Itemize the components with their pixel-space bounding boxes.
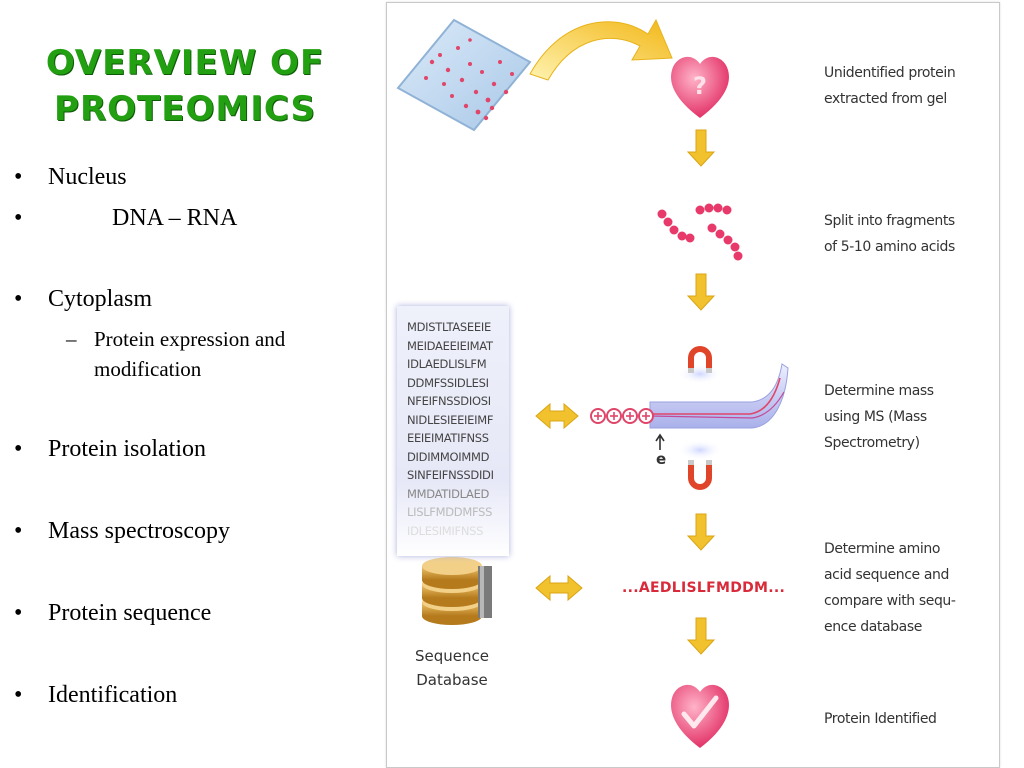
peptide-fragments-icon <box>657 203 743 261</box>
title-line-1: OVERVIEW OF <box>45 43 325 83</box>
down-arrow-icon <box>686 129 716 167</box>
bullet-dot: • <box>14 436 23 462</box>
sequence-line: EEIEIMATIFNSS <box>407 431 489 445</box>
bullet-dot: • <box>14 682 23 708</box>
slide-title: OVERVIEW OF PROTEOMICS <box>20 40 350 132</box>
check-mark-icon <box>681 695 719 729</box>
bullet-dot: • <box>14 286 23 312</box>
bullet-text: Identification <box>48 682 178 708</box>
bullet-nucleus: • Nucleus <box>14 164 127 191</box>
bullet-text: DNA – RNA <box>112 205 238 231</box>
title-line-2: PROTEOMICS <box>54 89 316 129</box>
sequence-list-panel: MDISTLTASEEIE MEIDAEEIEIMAT IDLAEDLISLFM DD… <box>397 306 509 556</box>
mass-spectrometer-tube <box>649 363 789 429</box>
curved-arrow-icon <box>529 18 673 81</box>
step-label-line: Protein Identified <box>824 711 937 727</box>
bullet-cytoplasm: • Cytoplasm <box>14 286 153 313</box>
top-magnet-icon <box>678 346 722 384</box>
unidentified-protein-icon: ? <box>671 56 729 118</box>
database-label-line-2: Database <box>416 671 488 689</box>
bottom-magnet-icon <box>678 440 722 490</box>
step-label-line: Determine amino <box>824 541 941 557</box>
sub-bullet-protein-expression: – Protein expression and modification <box>66 324 286 384</box>
sub-bullet-line-1: Protein expression and <box>94 327 286 351</box>
bullet-mass-spectroscopy: • Mass spectroscopy <box>14 518 230 545</box>
sub-bullet-line-2: modification <box>94 357 202 381</box>
double-arrow-icon <box>535 574 583 602</box>
step-label-identified: Protein Identified <box>824 706 937 732</box>
step-label-mass: Determine mass using MS (Mass Spectromet… <box>824 378 934 456</box>
step-label-split: Split into fragments of 5-10 amino acids <box>824 208 955 260</box>
down-arrow-icon <box>686 617 716 655</box>
step-label-unidentified: Unidentified protein extracted from gel <box>824 60 956 112</box>
amino-acid-sequence: ...AEDLISLFMDDM... <box>622 580 786 596</box>
gel-slide-icon <box>396 18 532 132</box>
sequence-line: IDLESIMIFNSS <box>407 523 484 538</box>
bullet-text: Nucleus <box>48 164 127 190</box>
sequence-line: SINFEIFNSSDIDI <box>407 468 494 482</box>
bullet-text: Cytoplasm <box>48 286 153 312</box>
double-arrow-icon <box>535 402 579 430</box>
down-arrow-icon <box>686 273 716 311</box>
database-label-line-1: Sequence <box>415 647 489 665</box>
sequence-line: DDMFSSIDLESI <box>407 375 489 390</box>
bullet-dot: • <box>14 518 23 544</box>
bullet-text: Protein sequence <box>48 600 212 626</box>
bullet-text: Mass spectroscopy <box>48 518 230 544</box>
bullet-dot: • <box>14 205 23 231</box>
sequence-line: MEIDAEEIEIMAT <box>407 338 493 353</box>
sequence-line: MMDATIDLAED <box>407 486 490 501</box>
electron-up-arrow-icon <box>655 433 665 450</box>
sequence-line: MDISTLTASEEIE <box>407 320 491 334</box>
electron-label: e <box>656 450 667 468</box>
bullet-protein-sequence: • Protein sequence <box>14 600 212 627</box>
step-label-sequence: Determine amino acid sequence and compar… <box>824 536 956 640</box>
protein-identified-icon <box>671 684 729 748</box>
bullet-identification: • Identification <box>14 682 178 709</box>
down-arrow-icon <box>686 513 716 551</box>
question-mark: ? <box>693 72 707 100</box>
bullet-dot: • <box>14 600 23 626</box>
ion-particles-icon <box>590 408 654 424</box>
step-label-line: Split into fragments <box>824 213 955 229</box>
sequence-line: NFEIFNSSDIOSI <box>407 394 491 408</box>
bullet-text: Protein isolation <box>48 436 206 462</box>
sequence-database-icon <box>422 557 492 625</box>
step-label-line: compare with sequ- <box>824 593 956 609</box>
sequence-line: LISLFMDDMFSS <box>407 505 493 519</box>
sequence-line: DIDIMMOIMMD <box>407 449 490 464</box>
bullet-protein-isolation: • Protein isolation <box>14 436 206 463</box>
step-label-line: Unidentified protein <box>824 65 956 81</box>
step-label-line: acid sequence and <box>824 567 949 583</box>
bullet-list: • Nucleus • DNA – RNA • Cytoplasm – Prot… <box>0 0 380 768</box>
database-label: Sequence Database <box>410 644 494 692</box>
bullet-dna-rna: • DNA – RNA <box>14 205 238 232</box>
step-label-line: Spectrometry) <box>824 435 920 451</box>
step-label-line: of 5-10 amino acids <box>824 239 955 255</box>
step-label-line: using MS (Mass <box>824 409 927 425</box>
bullet-dot: • <box>14 164 23 190</box>
sequence-line: NIDLESIEEIEIMF <box>407 412 494 427</box>
step-label-line: Determine mass <box>824 383 934 399</box>
step-label-line: ence database <box>824 619 922 635</box>
sequence-lines: MDISTLTASEEIE MEIDAEEIEIMAT IDLAEDLISLFM DD… <box>397 306 509 540</box>
step-label-line: extracted from gel <box>824 91 947 107</box>
sequence-line: IDLAEDLISLFM <box>407 357 487 371</box>
sub-bullet-dash: – <box>66 327 77 351</box>
